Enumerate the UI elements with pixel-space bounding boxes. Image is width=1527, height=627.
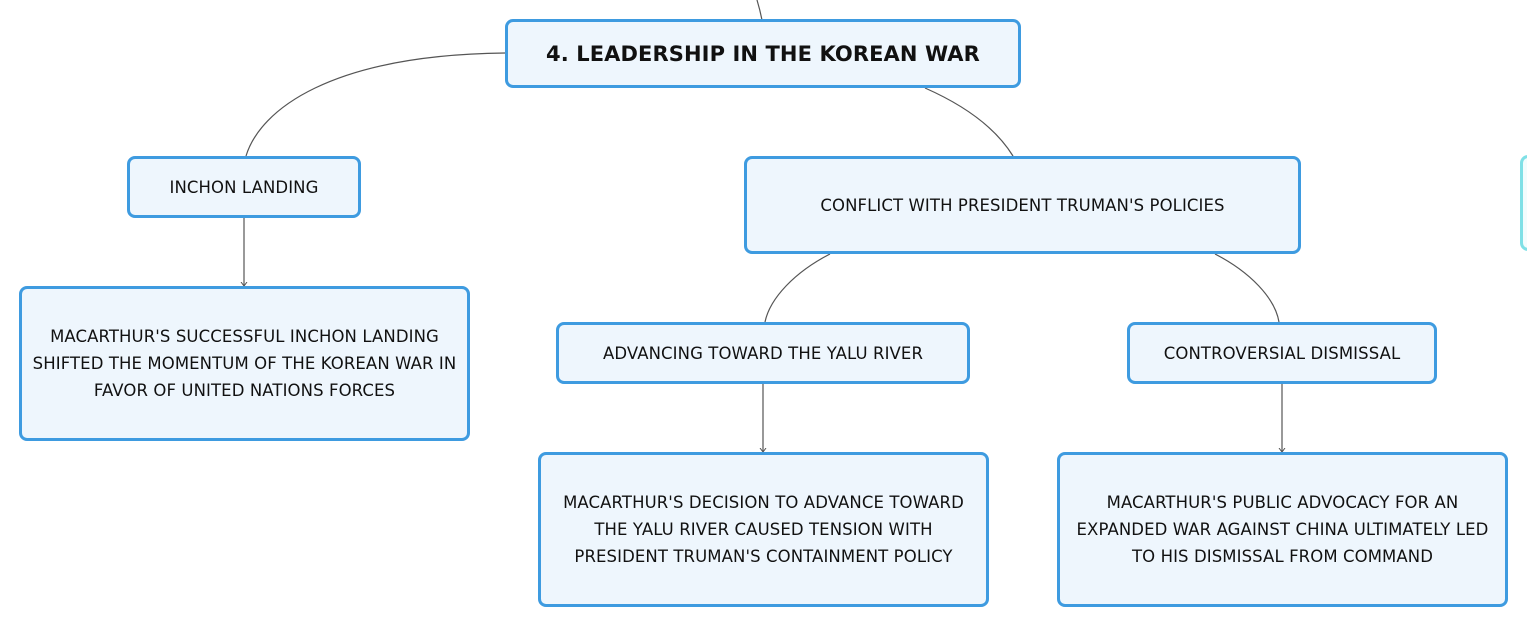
inchon-landing-detail-node[interactable]: MACARTHUR'S SUCCESSFUL INCHON LANDING SH… <box>19 286 470 441</box>
yalu-river-label: ADVANCING TOWARD THE YALU RIVER <box>602 343 924 363</box>
controversial-dismissal-detail-text: MACARTHUR'S PUBLIC ADVOCACY FOR AN EXPAN… <box>1076 493 1489 566</box>
yalu-river-detail-node[interactable]: MACARTHUR'S DECISION TO ADVANCE TOWARD T… <box>538 452 989 607</box>
conflict-truman-label: CONFLICT WITH PRESIDENT TRUMAN'S POLICIE… <box>820 195 1225 215</box>
connector-conflict-to-yalu <box>764 253 831 323</box>
controversial-dismissal-label: CONTROVERSIAL DISMISSAL <box>1163 343 1401 363</box>
connector-root-to-inchon <box>245 52 506 157</box>
yalu-river-detail-text: MACARTHUR'S DECISION TO ADVANCE TOWARD T… <box>563 493 964 566</box>
conflict-truman-node[interactable]: CONFLICT WITH PRESIDENT TRUMAN'S POLICIE… <box>744 156 1301 254</box>
offscreen-node-edge[interactable] <box>1520 155 1527 251</box>
controversial-dismissal-node[interactable]: CONTROVERSIAL DISMISSAL <box>1127 322 1437 384</box>
inchon-landing-label: INCHON LANDING <box>169 177 319 197</box>
controversial-dismissal-detail-node[interactable]: MACARTHUR'S PUBLIC ADVOCACY FOR AN EXPAN… <box>1057 452 1508 607</box>
inchon-landing-node[interactable]: INCHON LANDING <box>127 156 361 218</box>
root-node-label: 4. LEADERSHIP IN THE KOREAN WAR <box>546 41 980 66</box>
root-node[interactable]: 4. LEADERSHIP IN THE KOREAN WAR <box>505 19 1021 88</box>
connector-conflict-to-dismissal <box>1214 253 1280 323</box>
inchon-landing-detail-text: MACARTHUR'S SUCCESSFUL INCHON LANDING SH… <box>32 327 457 400</box>
yalu-river-node[interactable]: ADVANCING TOWARD THE YALU RIVER <box>556 322 970 384</box>
connector-root-to-conflict <box>924 87 1014 157</box>
connector-parent-to-root <box>756 0 763 21</box>
